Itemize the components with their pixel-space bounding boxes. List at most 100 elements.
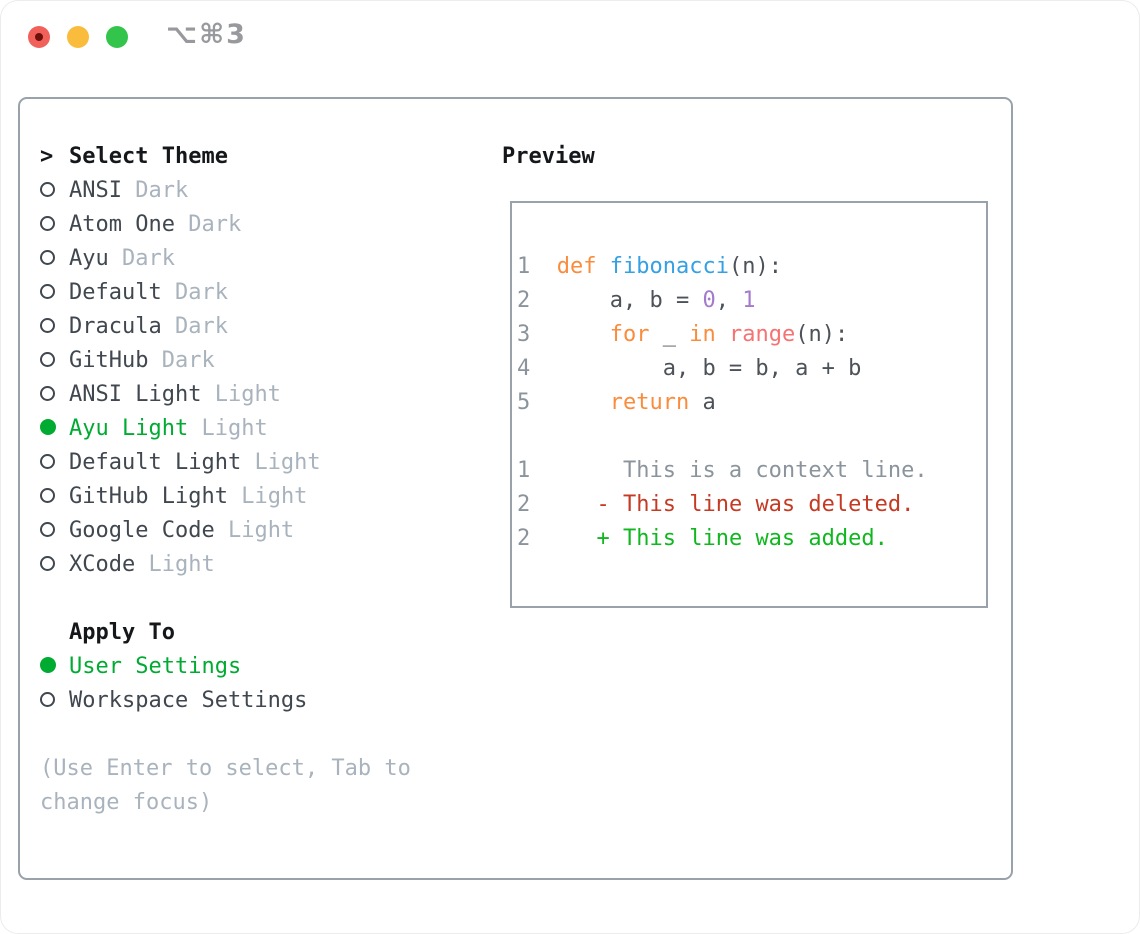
cursor-icon: > [40,144,54,169]
zoom-icon[interactable] [106,26,128,48]
code-token-kw: for [609,322,650,347]
code-token-del: - This line was deleted. [596,492,915,517]
code-token-ln: 1 [517,254,557,279]
theme-variant: Light [214,382,281,407]
radio-cell [40,242,69,276]
code-token-pl [597,254,610,279]
code-token-pl [557,390,610,415]
minimize-icon[interactable] [67,26,89,48]
code-token-pl [557,526,597,551]
code-line: 2 - This line was deleted. [517,488,982,522]
radio-cell [40,344,69,378]
code-line [517,420,982,454]
select-theme-label: Select Theme [69,144,228,169]
theme-name: XCode [69,552,136,577]
preview-header: Preview [502,144,595,169]
code-line: 2 + This line was added. [517,522,982,556]
radio-icon [40,284,55,299]
theme-name: Google Code [69,518,215,543]
theme-variant: Dark [122,246,175,271]
theme-option-dracula-dark[interactable]: Dracula Dark [40,310,411,344]
theme-name: Default Light [69,450,242,475]
code-token-ln: 1 [517,458,557,483]
theme-option-google-code-light[interactable]: Google Code Light [40,514,411,548]
code-line: 2 a, b = 0, 1 [517,284,982,318]
theme-option-default-dark[interactable]: Default Dark [40,276,411,310]
code-line: 5 return a [517,386,982,420]
traffic-lights [28,26,128,48]
code-token-num: 0 [702,288,716,313]
theme-option-github-dark[interactable]: GitHub Dark [40,344,411,378]
radio-cell [40,548,69,582]
theme-option-github-light-light[interactable]: GitHub Light Light [40,480,411,514]
code-token-pl: _ [649,322,690,347]
code-token-pl: a, b = [556,288,703,313]
code-token-bi: range [728,322,796,347]
radio-icon [40,386,55,401]
radio-cell [40,446,69,480]
theme-variant: Light [148,552,215,577]
code-token-kw: def [556,254,597,279]
theme-variant: Dark [161,348,215,373]
radio-cell [40,276,69,310]
theme-option-ayu-light-light[interactable]: Ayu Light Light [40,412,411,446]
theme-option-xcode-light[interactable]: XCode Light [40,548,411,582]
theme-name: Ayu Light [69,416,189,441]
radio-icon [40,488,55,503]
hint-text: change focus) [40,790,213,815]
radio-icon [40,318,55,333]
radio-selected-icon [40,419,56,435]
theme-variant: Light [227,518,295,543]
close-icon[interactable] [28,26,50,48]
theme-option-default-light-light[interactable]: Default Light Light [40,446,411,480]
radio-cell [40,514,69,548]
radio-icon [40,182,55,197]
theme-name: Dracula [69,314,162,339]
code-token-pl [557,322,610,347]
radio-cell [40,480,69,514]
theme-variant: Dark [135,178,189,203]
titlebar: ⌥⌘3 [0,0,1140,75]
code-token-ctx: This is a context line. [556,458,928,483]
theme-option-atom-one-dark[interactable]: Atom One Dark [40,208,411,242]
code-token-pl: (n): [728,254,782,279]
theme-option-ayu-dark[interactable]: Ayu Dark [40,242,411,276]
code-token-pl: a, b = b, a + b [556,356,862,381]
apply-to-header: Apply To [40,616,411,650]
theme-option-ansi-dark[interactable]: ANSI Dark [40,174,411,208]
theme-variant: Light [201,416,268,441]
code-token-ln: 2 [517,492,557,517]
radio-icon [40,454,55,469]
gap [40,582,411,616]
apply-option-user-settings[interactable]: User Settings [40,650,411,684]
theme-variant: Dark [174,314,228,339]
radio-cell [40,650,69,684]
theme-name: Ayu [69,246,109,271]
radio-icon [40,556,55,571]
radio-cell [40,378,69,412]
code-token-fn: fibonacci [609,254,729,279]
code-line: 4 a, b = b, a + b [517,352,982,386]
theme-name: Default [69,280,162,305]
theme-name: ANSI [69,178,122,203]
apply-option-workspace-settings[interactable]: Workspace Settings [40,684,411,718]
theme-variant: Dark [188,212,242,237]
theme-option-ansi-light-light[interactable]: ANSI Light Light [40,378,411,412]
radio-cell [40,684,69,718]
code-token-pl: , [715,288,743,313]
radio-icon [40,216,55,231]
code-token-kw: in [689,322,716,347]
code-token-ln: 5 [517,390,557,415]
apply-option-label: User Settings [69,654,242,679]
theme-variant: Dark [174,280,228,305]
code-token-ln: 3 [517,322,557,347]
theme-name: GitHub [69,348,149,373]
code-token-add: + This line was added. [596,526,888,551]
